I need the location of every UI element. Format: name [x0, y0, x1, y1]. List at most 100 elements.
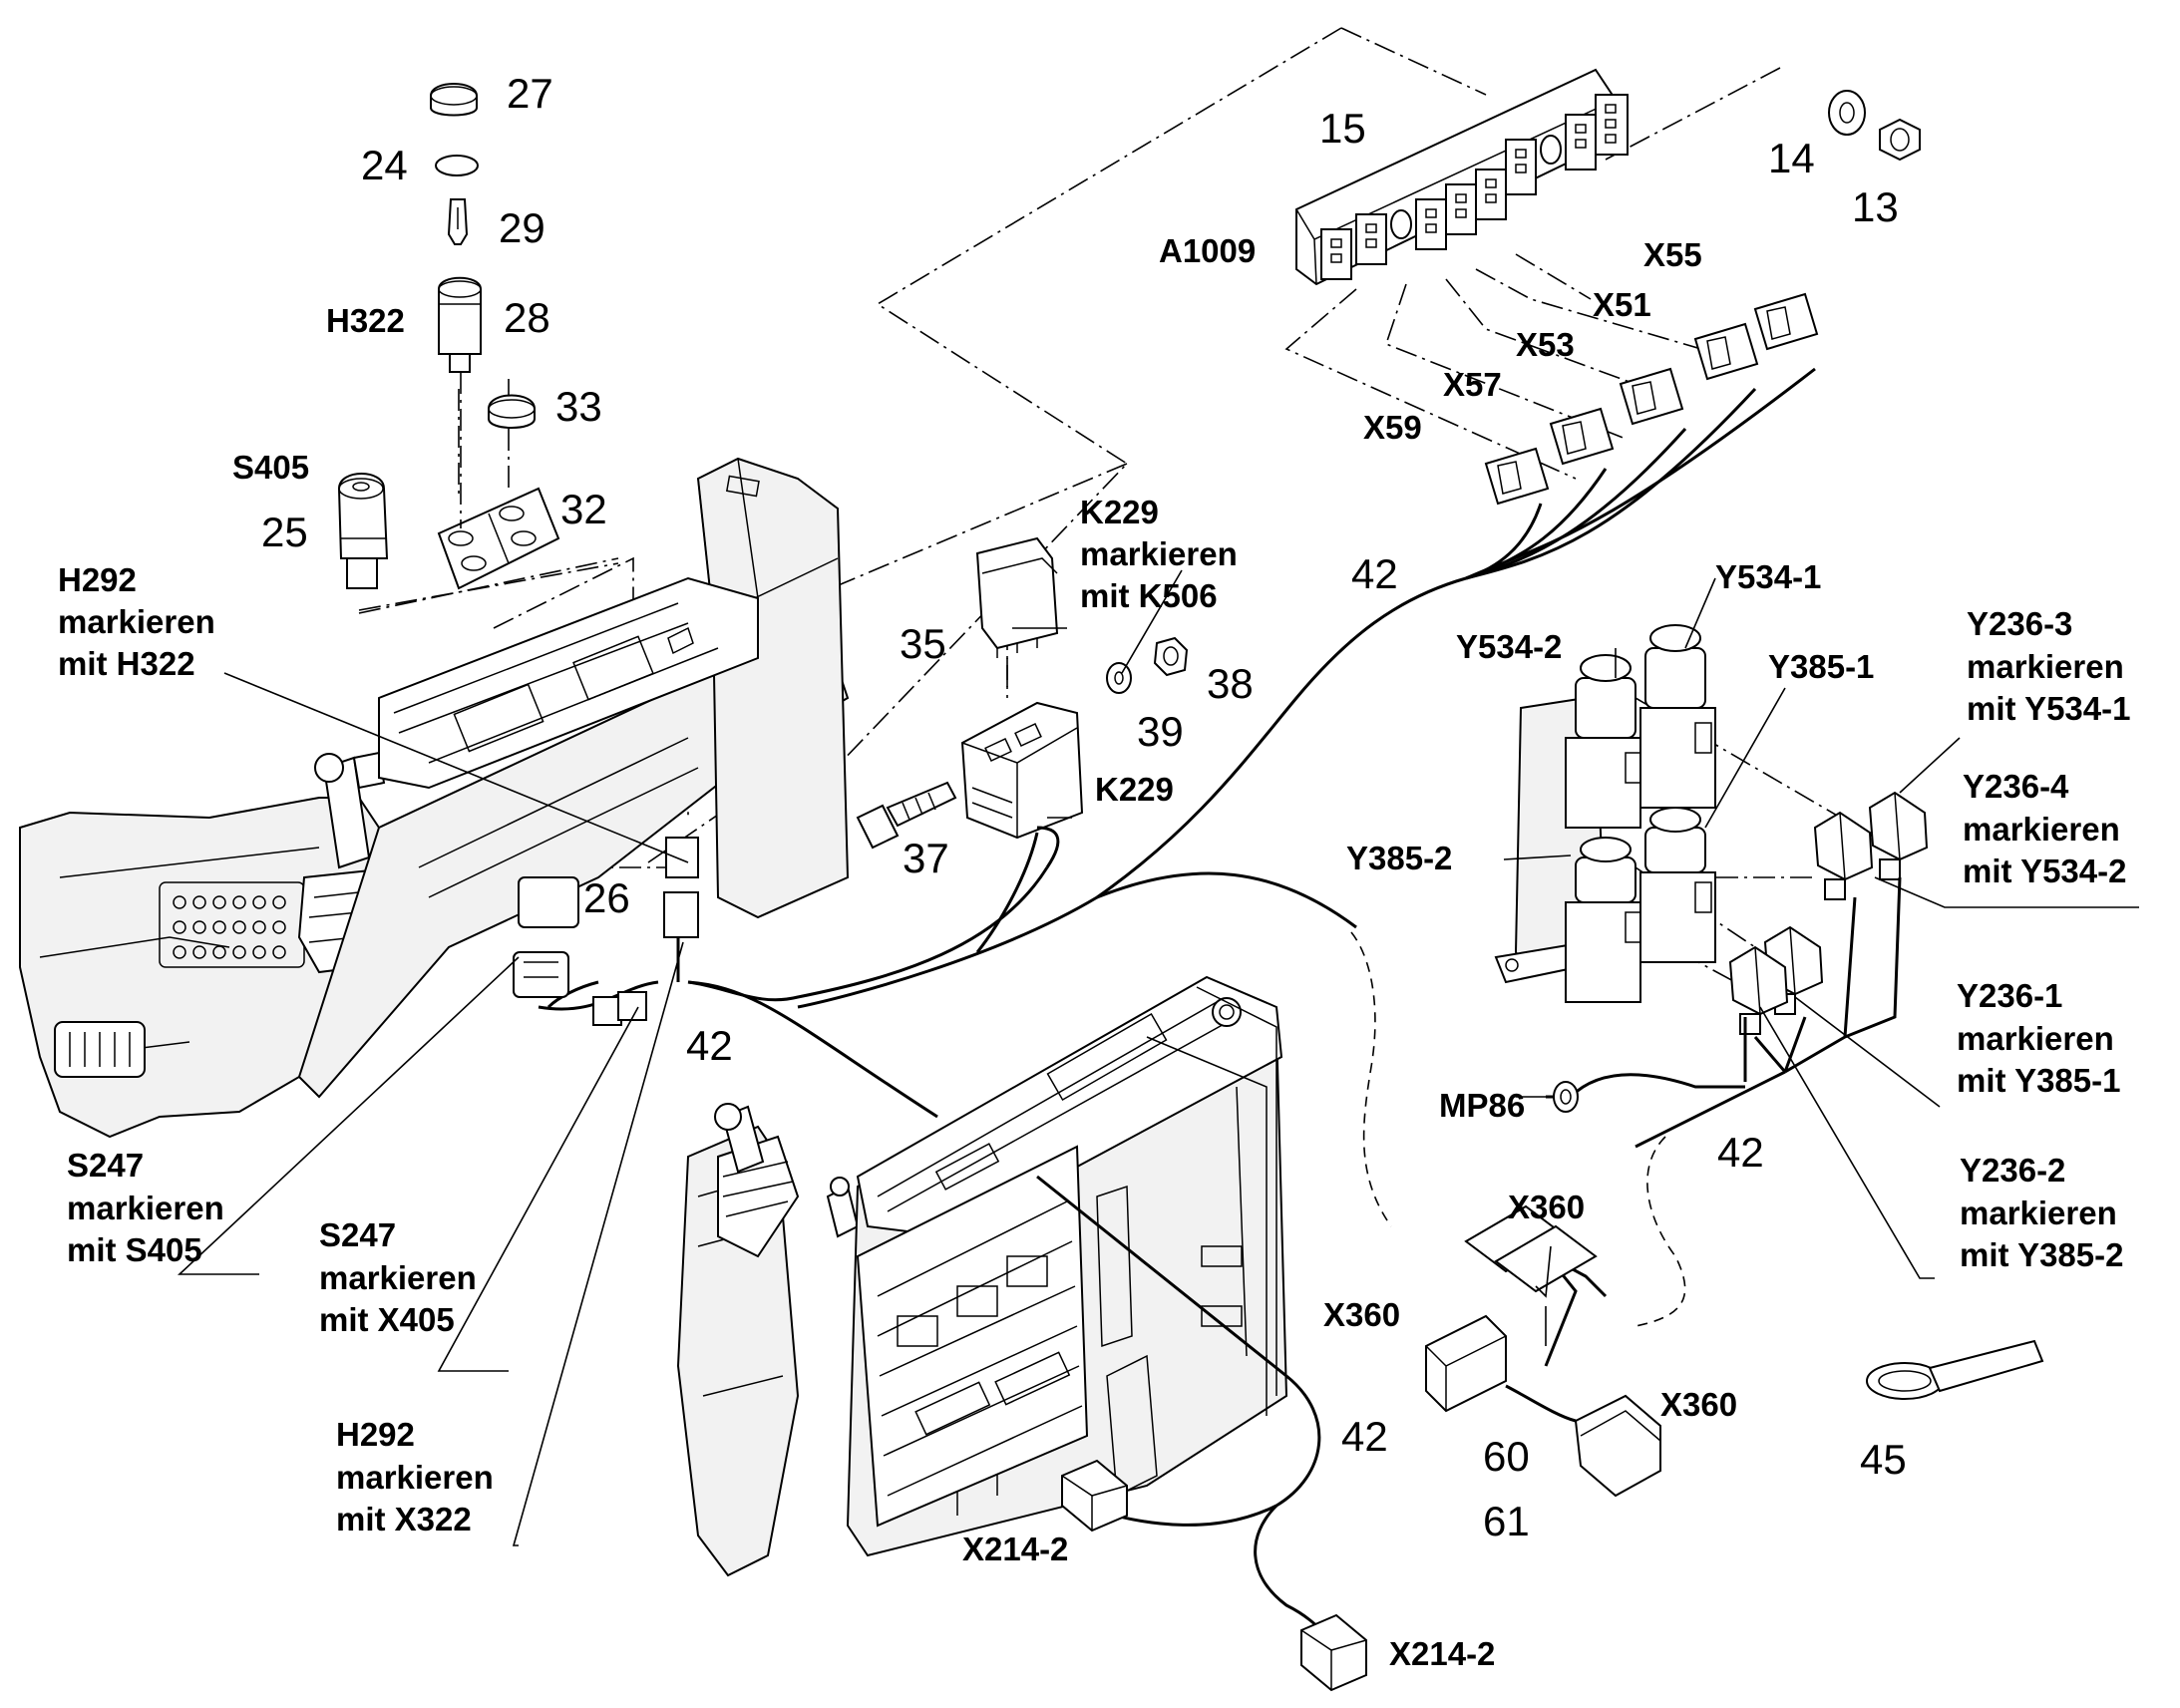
label-s247-x405-2: markieren — [319, 1259, 477, 1296]
plug-26 — [518, 876, 579, 928]
plug-h292 — [665, 837, 699, 878]
relay-k229-group — [856, 536, 1189, 850]
block-relays — [1320, 94, 1629, 280]
label-x51: X51 — [1593, 286, 1651, 323]
label-32: 32 — [560, 486, 607, 532]
cap-27 — [430, 83, 478, 117]
labels: 27 24 29 28 H322 33 32 S405 25 H292 mark… — [58, 70, 2130, 1672]
label-y236-3-3: mit Y534-1 — [1967, 690, 2130, 727]
connector-x360-c — [1574, 1394, 1661, 1498]
label-y385-2: Y385-2 — [1346, 840, 1452, 876]
label-13: 13 — [1852, 183, 1899, 230]
console-top-panel — [378, 576, 759, 790]
label-25: 25 — [261, 509, 308, 555]
label-y236-4-2: markieren — [1963, 811, 2120, 848]
label-y534-1: Y534-1 — [1715, 558, 1821, 595]
label-s247-x405-1: S247 — [319, 1216, 396, 1253]
label-45: 45 — [1860, 1436, 1907, 1483]
label-60: 60 — [1483, 1433, 1530, 1480]
label-k229-k506-3: mit K506 — [1080, 577, 1218, 614]
label-42-a: 42 — [686, 1022, 733, 1069]
label-39: 39 — [1137, 708, 1184, 755]
label-h322: H322 — [326, 302, 405, 339]
label-x55: X55 — [1643, 236, 1702, 273]
plug-y236-4 — [1813, 811, 1874, 900]
label-s247-x405-3: mit X405 — [319, 1301, 455, 1338]
label-y236-2-3: mit Y385-2 — [1960, 1236, 2123, 1273]
valve-y534-2 — [1565, 654, 1642, 829]
valve-y385-1 — [1639, 807, 1716, 963]
label-k229-k506-2: markieren — [1080, 535, 1238, 572]
nut-13 — [1879, 118, 1921, 162]
bolt-37 — [856, 804, 900, 850]
label-x360-c: X360 — [1660, 1386, 1737, 1423]
label-x360-a: X360 — [1508, 1189, 1585, 1225]
label-28: 28 — [504, 294, 550, 341]
label-s247-s405-3: mit S405 — [67, 1231, 202, 1268]
label-h292-h322-1: H292 — [58, 561, 137, 598]
label-x59: X59 — [1363, 409, 1422, 446]
terminal-block-a1009 — [1295, 68, 1921, 286]
label-26: 26 — [583, 874, 630, 921]
label-y236-4-1: Y236-4 — [1963, 768, 2069, 805]
connector-x55 — [1753, 292, 1819, 351]
label-42-c: 42 — [1717, 1129, 1764, 1176]
connector-x57 — [1549, 407, 1615, 466]
label-h292-x322-1: H292 — [336, 1416, 415, 1453]
valve-y534-1 — [1639, 624, 1716, 809]
label-y236-3-2: markieren — [1967, 648, 2124, 685]
label-h292-x322-3: mit X322 — [336, 1501, 472, 1537]
leader-lines — [177, 569, 2139, 1546]
label-a1009: A1009 — [1159, 232, 1256, 269]
label-15: 15 — [1319, 105, 1366, 152]
label-33: 33 — [555, 383, 602, 430]
label-38: 38 — [1207, 660, 1254, 707]
relay-35 — [975, 536, 1059, 650]
label-s247-s405-2: markieren — [67, 1190, 224, 1226]
nut-38 — [1153, 636, 1189, 677]
connectors-x5x — [1484, 292, 1819, 506]
label-y236-2-2: markieren — [1960, 1195, 2117, 1231]
label-y236-1-1: Y236-1 — [1957, 977, 2062, 1014]
connector-x214-2 — [1061, 1459, 1367, 1692]
label-y385-1: Y385-1 — [1768, 648, 1874, 685]
washer-39 — [1106, 662, 1132, 694]
label-mp86: MP86 — [1439, 1087, 1525, 1124]
label-61: 61 — [1483, 1498, 1530, 1544]
relay-socket-k229 — [960, 701, 1084, 840]
label-h292-x322-2: markieren — [336, 1459, 494, 1496]
connector-x53 — [1619, 367, 1684, 426]
plug-26-group — [513, 837, 699, 1026]
label-y236-2-1: Y236-2 — [1960, 1152, 2065, 1189]
cap-33 — [488, 394, 536, 429]
label-k229-k506-1: K229 — [1080, 494, 1159, 530]
label-y236-1-3: mit Y385-1 — [1957, 1062, 2120, 1099]
console-tower — [696, 457, 850, 919]
valve-block — [1494, 624, 1716, 1003]
lamp-holder-28 — [438, 276, 482, 355]
label-x57: X57 — [1443, 366, 1502, 403]
right-console — [676, 975, 1288, 1577]
label-x53: X53 — [1516, 326, 1575, 363]
cable-tie-45 — [1866, 1339, 2044, 1400]
label-h292-h322-2: markieren — [58, 603, 215, 640]
seal-ring-24 — [435, 155, 479, 176]
label-y236-3-1: Y236-3 — [1967, 605, 2072, 642]
label-y534-2: Y534-2 — [1456, 628, 1562, 665]
label-y236-4-3: mit Y534-2 — [1963, 853, 2126, 889]
connector-x360-b — [1425, 1314, 1507, 1413]
connector-x59 — [1484, 447, 1550, 506]
label-y236-1-2: markieren — [1957, 1020, 2114, 1057]
connector-x51 — [1693, 322, 1759, 381]
label-14: 14 — [1768, 135, 1815, 181]
mp86-terminal — [1553, 1081, 1579, 1113]
label-x360-b: X360 — [1323, 1296, 1400, 1333]
label-37: 37 — [903, 835, 949, 881]
left-console — [19, 457, 850, 1139]
washer-14 — [1828, 90, 1866, 136]
label-k229: K229 — [1095, 771, 1174, 808]
label-x214-2-b: X214-2 — [1389, 1635, 1495, 1672]
valve-y385-2 — [1565, 837, 1642, 1003]
label-h292-h322-3: mit H322 — [58, 645, 195, 682]
